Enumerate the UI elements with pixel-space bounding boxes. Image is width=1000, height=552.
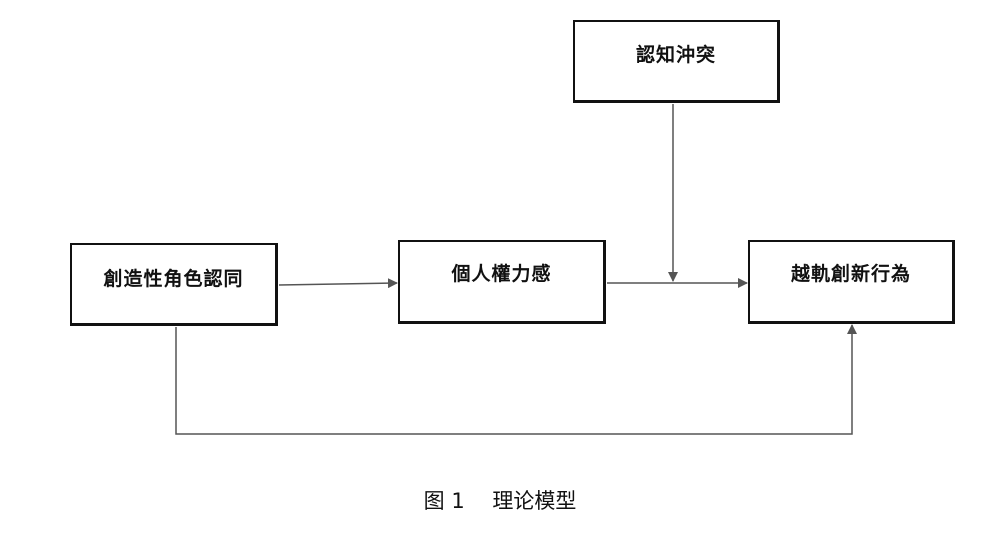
node-label: 創造性角色認同 [103, 268, 244, 290]
node-label: 認知沖突 [635, 44, 716, 66]
node-label: 個人權力感 [451, 263, 552, 285]
node-label: 越軌創新行為 [790, 263, 911, 285]
node-sense-of-power: 個人權力感 [398, 240, 606, 324]
node-creative-role-identity: 創造性角色認同 [70, 243, 278, 326]
node-cognitive-conflict: 認知沖突 [573, 20, 780, 103]
arrow-identity-to-deviance [175, 324, 857, 435]
node-creative-deviance: 越軌創新行為 [748, 240, 955, 324]
arrow-identity-to-power [278, 278, 398, 289]
figure-caption: 图 1 理论模型 [423, 489, 577, 513]
